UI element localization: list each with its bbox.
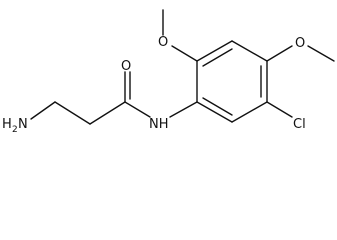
ring-bond-6 xyxy=(196,101,233,123)
bond-ring-ome-right xyxy=(266,45,293,62)
ring-bond-5 xyxy=(231,101,268,123)
amine-h-label: H xyxy=(2,117,12,132)
bond-c2-carbonyl xyxy=(89,101,126,125)
ring-double-3 xyxy=(202,97,233,116)
bond-ring-cl xyxy=(266,101,293,118)
ring-double-1 xyxy=(202,48,233,67)
amine-h-count-label: 2 xyxy=(12,125,18,135)
bond-o-methyl-right xyxy=(307,45,335,62)
molecule-structure: H 2 N O NH O O Cl xyxy=(2,9,335,135)
chlorine-label: Cl xyxy=(293,117,306,132)
methoxy-right-oxygen-label: O xyxy=(295,36,305,51)
bond-c1-c2 xyxy=(54,101,91,125)
amine-n-label: N xyxy=(18,117,28,132)
bond-ring-ome-top xyxy=(171,45,198,62)
bond-nh-ring xyxy=(169,101,198,118)
bond-nh2-c1 xyxy=(30,101,56,120)
bond-carbonyl-nh xyxy=(124,101,151,118)
carbonyl-oxygen-label: O xyxy=(121,59,131,74)
ring-bond-2 xyxy=(196,40,233,62)
amide-nh-label: NH xyxy=(149,117,169,132)
molecule-diagram: H 2 N O NH O O Cl xyxy=(2,9,335,135)
methoxy-top-oxygen-label: O xyxy=(158,35,168,50)
ring-bond-3 xyxy=(231,40,268,62)
